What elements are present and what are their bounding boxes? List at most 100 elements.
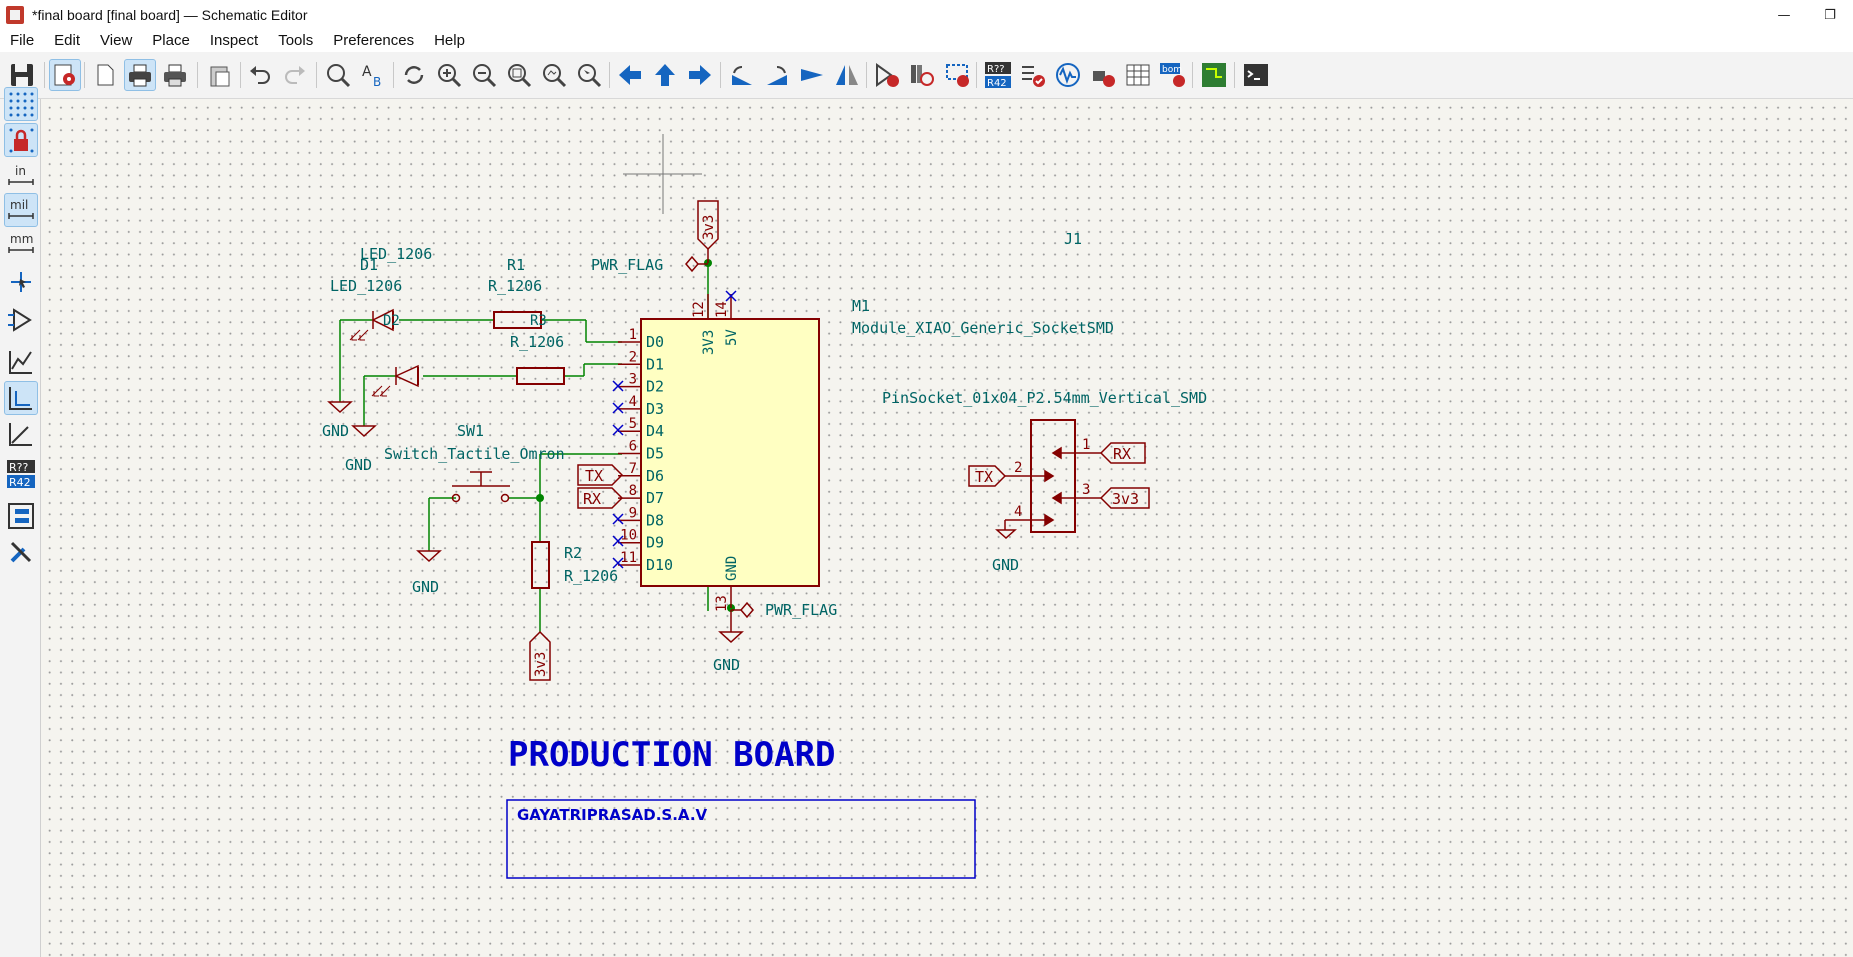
mirror-horizontal-icon: [836, 65, 858, 85]
menu-place[interactable]: Place: [152, 32, 190, 49]
annotate-button[interactable]: R?? R42: [982, 59, 1014, 91]
menu-help[interactable]: Help: [434, 32, 465, 49]
gnd-m1: GND: [713, 610, 744, 674]
zoom-out-button[interactable]: [468, 59, 500, 91]
left-annotate-top-text: R??: [9, 461, 28, 474]
footprint-editor-button[interactable]: [1087, 59, 1119, 91]
scripting-console-button[interactable]: [1240, 59, 1272, 91]
units-inches-button[interactable]: in: [4, 159, 38, 193]
d2-reference: D2: [383, 313, 400, 329]
m1-gnd-pin-label: GND: [724, 556, 740, 581]
units-mil-text: mil: [10, 198, 28, 212]
zoom-out-icon: [473, 64, 497, 88]
redo-button[interactable]: [279, 59, 311, 91]
annotate-bottom-text: R42: [987, 78, 1007, 89]
find-button[interactable]: [322, 59, 354, 91]
units-mils-button[interactable]: mil: [4, 193, 38, 227]
bom-table-button[interactable]: [1122, 59, 1154, 91]
print-icon: [129, 64, 151, 87]
r3-reference: R3: [530, 313, 547, 329]
menu-edit[interactable]: Edit: [54, 32, 81, 49]
zoom-fit-button[interactable]: [503, 59, 535, 91]
print-button[interactable]: [124, 59, 156, 91]
author-text: GAYATRIPRASAD.S.A.V: [517, 806, 708, 824]
zoom-selection-icon: [578, 64, 602, 88]
j1-pin-4-num: 4: [1014, 504, 1022, 520]
line-mode-45-button[interactable]: [4, 417, 38, 451]
m1-pin-9-num: 9: [629, 505, 637, 521]
m1-pin-6-name: D5: [646, 445, 664, 463]
refresh-button[interactable]: [398, 59, 430, 91]
rotate-ccw-button[interactable]: [726, 59, 758, 91]
switch-sw1: SW1 Switch_Tactile_Omron: [384, 422, 565, 503]
m1-pin-5-name: D4: [646, 422, 664, 440]
simulator-button[interactable]: [1052, 59, 1084, 91]
j1-pin-1-num: 1: [1082, 437, 1090, 453]
rotate-cw-button[interactable]: [761, 59, 793, 91]
zoom-selection-button[interactable]: [573, 59, 605, 91]
m1-pin-9-name: D8: [646, 511, 664, 529]
menu-file[interactable]: File: [10, 32, 35, 49]
mirror-vertical-button[interactable]: [796, 59, 828, 91]
annotate-icon: R?? R42: [985, 62, 1011, 89]
gnd-j1-label: GND: [992, 556, 1019, 574]
connector-j1: J1 PinSocket_01x04_P2.54mm_Vertical_SMD …: [882, 230, 1207, 533]
pcb-editor-button[interactable]: [1198, 59, 1230, 91]
zoom-in-button[interactable]: [433, 59, 465, 91]
sw1-value: Switch_Tactile_Omron: [384, 445, 565, 463]
zoom-objects-button[interactable]: [538, 59, 570, 91]
navigate-up-icon: [655, 64, 675, 86]
symbol-editor-button[interactable]: [871, 59, 903, 91]
line-mode-90-button[interactable]: [4, 381, 38, 415]
mirror-vertical-icon: [801, 69, 823, 81]
schematic-canvas[interactable]: 3v3 PWR_FLAG 12 14 13 3V3 5V GND M1 Modu…: [41, 99, 1853, 957]
units-mm-icon: mm: [8, 232, 34, 253]
hidden-pins-button[interactable]: [4, 303, 38, 337]
power-3v3-top-label: 3v3: [701, 215, 717, 240]
erc-button[interactable]: [1017, 59, 1049, 91]
menu-tools[interactable]: Tools: [278, 32, 314, 49]
units-mm-button[interactable]: mm: [4, 227, 38, 261]
navigate-back-button[interactable]: [614, 59, 646, 91]
annotation-toggle-button[interactable]: R??R42: [4, 457, 38, 491]
footprint-assign-button[interactable]: [941, 59, 973, 91]
undo-button[interactable]: [244, 59, 276, 91]
m1-rx-label-text: RX: [583, 490, 601, 508]
menu-view[interactable]: View: [100, 32, 133, 49]
menu-preferences[interactable]: Preferences: [333, 32, 415, 49]
menu-inspect[interactable]: Inspect: [209, 32, 259, 49]
navigate-forward-button[interactable]: [684, 59, 716, 91]
plot-button[interactable]: [159, 59, 191, 91]
led-d2: [371, 364, 419, 397]
minimize-button[interactable]: —: [1761, 0, 1807, 30]
restore-button[interactable]: ❐: [1807, 0, 1853, 30]
m1-value: Module_XIAO_Generic_SocketSMD: [852, 319, 1114, 337]
line-mode-free-button[interactable]: [4, 345, 38, 379]
hierarchy-navigator-button[interactable]: [4, 499, 38, 533]
schematic-setup-button[interactable]: [49, 59, 81, 91]
properties-button[interactable]: [4, 535, 38, 569]
paste-button[interactable]: [204, 59, 236, 91]
bom-export-button[interactable]: bom: [1157, 59, 1189, 91]
grid-toggle-button[interactable]: [4, 87, 38, 121]
annotate-top-text: R??: [987, 64, 1005, 75]
pwr-flag-top-label: PWR_FLAG: [591, 256, 663, 274]
navigate-up-button[interactable]: [649, 59, 681, 91]
symbol-browser-button[interactable]: [906, 59, 938, 91]
mirror-horizontal-button[interactable]: [831, 59, 863, 91]
power-3v3-r2: 3v3: [529, 630, 551, 681]
led-extra-label: LED_1206: [360, 245, 432, 263]
navigate-back-icon: [619, 65, 641, 85]
annotation-icon: R??R42: [7, 460, 35, 489]
power-3v3-r2-label: 3v3: [533, 652, 549, 677]
save-button[interactable]: [6, 59, 38, 91]
gnd-j1: GND: [992, 529, 1019, 574]
page-settings-button[interactable]: [89, 59, 121, 91]
footprint-editor-icon: [1093, 71, 1115, 87]
grid-lock-button[interactable]: [4, 123, 38, 157]
gnd-d1: GND: [322, 401, 353, 440]
pwr-flag-bottom: PWR_FLAG: [731, 601, 837, 619]
find-replace-icon: AB: [362, 64, 381, 89]
cursor-style-button[interactable]: [4, 265, 38, 299]
